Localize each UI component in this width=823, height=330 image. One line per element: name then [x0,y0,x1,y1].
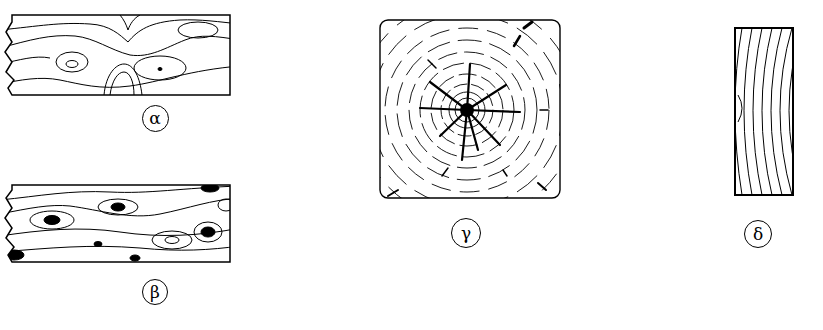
label-circle: γ [451,218,481,248]
board-beta [0,184,240,262]
figure-letter: γ [461,225,471,242]
cross-section-gamma [357,0,577,220]
label-circle: β [142,279,168,305]
figure-letter: δ [753,226,763,243]
board-alpha [0,15,240,95]
label-circle: α [142,105,169,132]
figure-letter: α [149,110,160,127]
figure-letter: β [150,284,160,301]
board-delta [735,28,802,195]
label-circle: δ [744,220,772,248]
